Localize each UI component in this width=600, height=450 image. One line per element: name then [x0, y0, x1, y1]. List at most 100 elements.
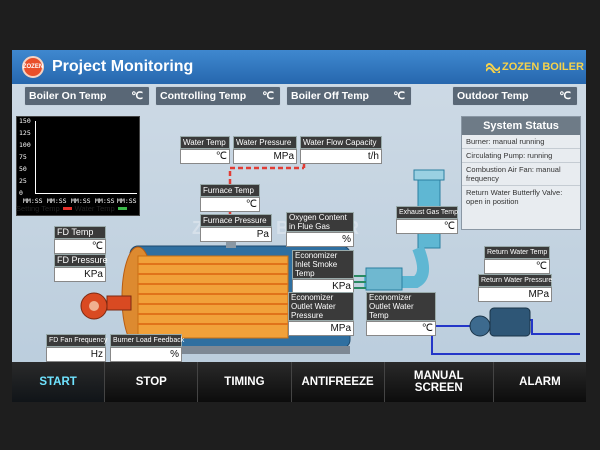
fd-temp-value: ℃ — [54, 239, 106, 254]
oxygen-content-value: % — [286, 232, 354, 247]
furnace-temp-value: ℃ — [200, 197, 260, 212]
economizer-unit — [365, 267, 403, 291]
brand-name: ZOZEN BOILER — [502, 61, 584, 73]
furnace-pressure-readout: Furnace Pressure Pa — [200, 214, 272, 242]
burner-head — [106, 295, 132, 311]
system-status-panel: System Status Burner: manual running Cir… — [461, 116, 581, 230]
exhaust-gas-temp-value: ℃ — [396, 219, 458, 234]
chart-time-label: MM:SS — [117, 197, 137, 205]
fd-temp-label: FD Temp — [54, 226, 106, 239]
water-temp-readout: Water Temp ℃ — [180, 136, 230, 164]
outdoor-temp-unit: ℃ — [559, 90, 571, 102]
pump-impeller-icon — [469, 315, 491, 337]
water-temp-label: Water Temp — [180, 136, 230, 149]
chart-time-label: MM:SS — [95, 197, 115, 205]
circulating-pump — [489, 307, 531, 337]
water-pressure-value: MPa — [233, 149, 297, 164]
header-bar: ZOZEN Project Monitoring ZOZEN BOILER — [12, 50, 586, 84]
exhaust-gas-temp-label: Exhaust Gas Temp — [396, 206, 458, 219]
return-water-pressure-readout: Return Water Pressure MPa — [478, 274, 552, 302]
timing-button[interactable]: TIMING — [198, 362, 292, 402]
fd-fan-frequency-value: Hz — [46, 347, 106, 362]
page-title: Project Monitoring — [52, 58, 194, 75]
fd-pressure-readout: FD Pressure KPa — [54, 254, 108, 282]
chart-tick-125: 125 — [19, 129, 31, 137]
water-flow-label: Water Flow Capacity — [300, 136, 382, 149]
furnace-temp-readout: Furnace Temp ℃ — [200, 184, 260, 212]
chart-time-label: MM:SS — [23, 197, 43, 205]
boiler-on-temp-unit: ℃ — [131, 90, 143, 102]
return-water-temp-label: Return Water Temp — [484, 246, 550, 259]
bottom-nav-bar: START STOP TIMING ANTIFREEZE MANUAL SCRE… — [12, 362, 586, 402]
furnace-temp-label: Furnace Temp — [200, 184, 260, 197]
water-flow-readout: Water Flow Capacity t/h — [300, 136, 382, 164]
brand-wave-icon — [486, 63, 500, 73]
furnace-pressure-label: Furnace Pressure — [200, 214, 272, 227]
boiler-on-temp-field[interactable]: Boiler On Temp ℃ — [24, 86, 150, 106]
boiler-off-temp-unit: ℃ — [393, 90, 405, 102]
status-circulating-pump: Circulating Pump: running — [462, 149, 580, 163]
legend-water-temp-swatch — [117, 207, 127, 210]
economizer-outlet-temp-label: Economizer Outlet Water Temp — [366, 292, 436, 321]
economizer-outlet-pressure-label: Economizer Outlet Water Pressure — [288, 292, 354, 321]
exhaust-gas-temp-readout: Exhaust Gas Temp ℃ — [396, 206, 458, 234]
stop-button[interactable]: STOP — [105, 362, 199, 402]
controlling-temp-label: Controlling Temp — [160, 90, 247, 102]
legend-setting-temp-label: Setting Temp — [16, 204, 60, 213]
economizer-outlet-pressure-value: MPa — [288, 321, 354, 336]
chart-time-label: MM:SS — [47, 197, 67, 205]
furnace-pressure-value: Pa — [200, 227, 272, 242]
boiler-base — [130, 346, 350, 354]
fd-fan-hub — [89, 301, 99, 311]
legend-setting-temp-swatch — [62, 207, 72, 210]
alarm-button[interactable]: ALARM — [493, 362, 586, 402]
chart-x-axis — [35, 193, 137, 194]
economizer-inlet-label: Economizer Inlet Smoke Temp — [292, 250, 354, 279]
chart-legend: Setting Temp Water Temp — [16, 204, 127, 213]
outdoor-temp-label: Outdoor Temp — [457, 90, 529, 102]
temperature-trend-chart: 150 125 100 75 50 25 0 MM:SS MM:SS MM:SS… — [16, 116, 140, 216]
burner-load-readout: Burner Load Feedback % — [110, 334, 184, 362]
water-pressure-readout: Water Pressure MPa — [233, 136, 297, 164]
water-flow-value: t/h — [300, 149, 382, 164]
boiler-on-temp-label: Boiler On Temp — [29, 90, 107, 102]
boiler-off-temp-field[interactable]: Boiler Off Temp ℃ — [286, 86, 412, 106]
fd-fan-frequency-readout: FD Fan Frequency Hz — [46, 334, 107, 362]
oxygen-content-readout: Oxygen Content in Flue Gas % — [286, 212, 354, 247]
return-water-pressure-label: Return Water Pressure — [478, 274, 552, 287]
fd-temp-readout: FD Temp ℃ — [54, 226, 106, 254]
chart-tick-75: 75 — [19, 153, 27, 161]
status-combustion-air-fan: Combustion Air Fan: manual frequency — [462, 163, 580, 186]
fire-tube-lines — [138, 263, 288, 325]
chart-tick-0: 0 — [19, 189, 23, 197]
system-status-title: System Status — [462, 117, 580, 135]
economizer-outlet-temp-value: ℃ — [366, 321, 436, 336]
legend-water-temp-label: Water Temp — [74, 204, 115, 213]
start-button[interactable]: START — [12, 362, 106, 402]
flue-duct — [364, 245, 429, 288]
chart-tick-25: 25 — [19, 177, 27, 185]
chart-time-label: MM:SS — [71, 197, 91, 205]
return-water-pipe-lower — [431, 325, 580, 355]
hot-water-pipe — [228, 166, 304, 232]
fd-pressure-label: FD Pressure — [54, 254, 108, 267]
manual-screen-button[interactable]: MANUAL SCREEN — [384, 362, 494, 402]
chart-y-axis — [35, 121, 36, 193]
furnace-chamber — [137, 255, 289, 339]
oxygen-content-label: Oxygen Content in Flue Gas — [286, 212, 354, 232]
controlling-temp-field[interactable]: Controlling Temp ℃ — [155, 86, 281, 106]
burner-load-label: Burner Load Feedback — [110, 334, 184, 347]
chart-tick-100: 100 — [19, 141, 31, 149]
company-logo-icon: ZOZEN — [22, 56, 44, 78]
antifreeze-button[interactable]: ANTIFREEZE — [291, 362, 385, 402]
status-burner: Burner: manual running — [462, 135, 580, 149]
hmi-screen: ZOZEN Project Monitoring ZOZEN BOILER Bo… — [12, 50, 586, 402]
economizer-outlet-temp-readout: Economizer Outlet Water Temp ℃ — [366, 292, 436, 336]
return-water-temp-value: ℃ — [484, 259, 550, 274]
water-pressure-label: Water Pressure — [233, 136, 297, 149]
return-water-pressure-value: MPa — [478, 287, 552, 302]
economizer-inlet-readout: Economizer Inlet Smoke Temp KPa — [292, 250, 354, 294]
fd-pressure-value: KPa — [54, 267, 106, 282]
outdoor-temp-field[interactable]: Outdoor Temp ℃ — [452, 86, 578, 106]
